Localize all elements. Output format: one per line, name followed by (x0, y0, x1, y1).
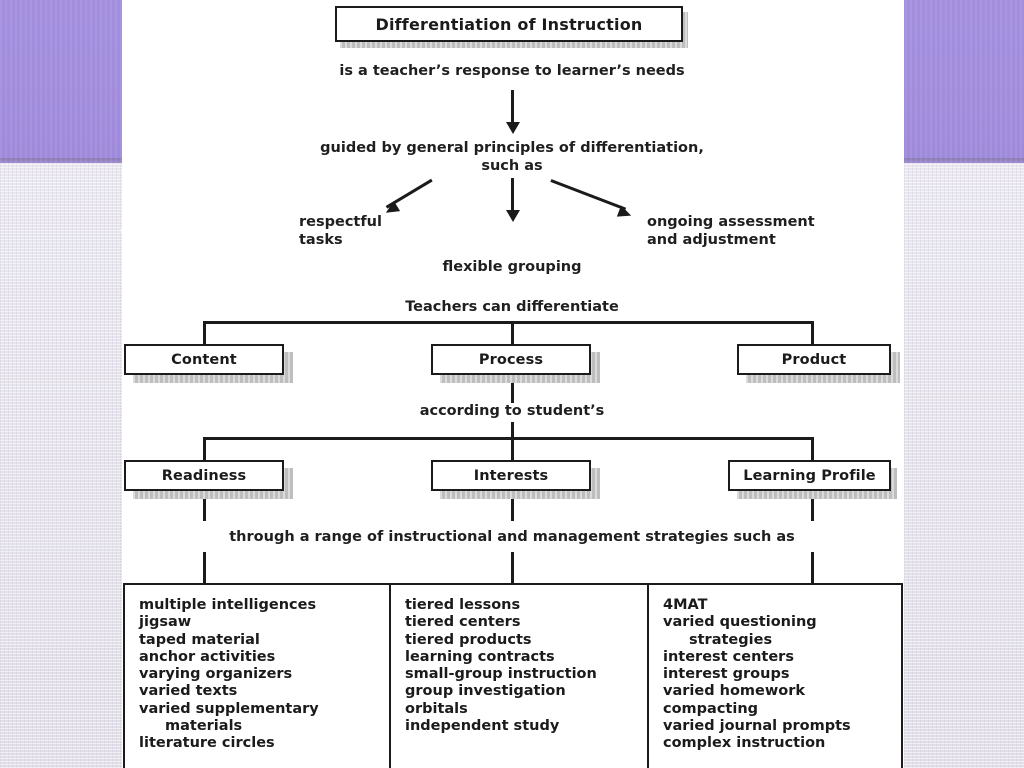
strategy-item: small-group instruction (405, 666, 597, 683)
strategy-item: varied homework (663, 683, 805, 700)
text-according-to-students: according to student’s (419, 403, 605, 419)
text-ongoing-assessment: ongoing assessment and adjustment (647, 214, 815, 249)
strategy-item: varied texts (139, 683, 238, 700)
node-content: Content (124, 344, 284, 375)
arrow-head-center (505, 210, 520, 222)
strategy-item: tiered lessons (405, 597, 521, 613)
bracket-1-drop-left (203, 321, 206, 345)
connector-process-down (511, 383, 514, 403)
strategy-item: orbitals (405, 700, 468, 717)
node-product-label: Product (781, 351, 847, 368)
arrow-shaft-1 (511, 90, 514, 124)
strategy-item: jigsaw (139, 614, 192, 631)
strategy-item: varied supplementary (139, 700, 319, 717)
strategy-item: strategies (689, 631, 773, 648)
bracket-2-drop-right (811, 437, 814, 461)
strategy-item: taped material (139, 631, 260, 648)
text-respectful-tasks: respectful tasks (299, 214, 382, 249)
strategy-item: tiered products (405, 631, 532, 648)
strategy-item: varied journal prompts (663, 718, 851, 735)
strategy-item: materials (165, 718, 243, 735)
strategy-item: complex instruction (663, 735, 826, 752)
strategy-item: interest groups (663, 666, 790, 683)
strategy-item: multiple intelligences (139, 597, 317, 613)
bracket-1-drop-center (511, 321, 514, 345)
connector-according-down (511, 422, 514, 438)
text-teachers-can-differentiate: Teachers can differentiate (405, 299, 619, 315)
strategy-item: group investigation (405, 683, 566, 700)
node-interests: Interests (431, 460, 591, 491)
connector-learningprofile-down (811, 499, 814, 521)
bracket-1-horizontal (204, 321, 813, 324)
strategy-item: 4MAT (663, 597, 708, 613)
arrow-shaft-center (511, 178, 514, 212)
strategy-item: interest centers (663, 648, 794, 665)
node-process-label: Process (478, 351, 544, 368)
node-content-label: Content (171, 351, 237, 368)
text-through-a-range: through a range of instructional and man… (229, 529, 795, 545)
connector-col3-down (811, 552, 814, 583)
strategy-item: tiered centers (405, 614, 521, 631)
node-learning-profile: Learning Profile (728, 460, 891, 491)
text-teacher-response: is a teacher’s response to learner’s nee… (339, 63, 685, 79)
connector-col2-down (511, 552, 514, 583)
bracket-2-drop-center (511, 437, 514, 461)
node-product: Product (737, 344, 891, 375)
node-interests-label: Interests (473, 467, 549, 484)
arrow-head-1 (505, 122, 520, 134)
bracket-1-drop-right (811, 321, 814, 345)
text-flexible-grouping: flexible grouping (442, 259, 582, 275)
title-box: Differentiation of Instruction (335, 6, 683, 42)
strategy-item: anchor activities (139, 648, 276, 665)
strategy-item: literature circles (139, 735, 275, 752)
connector-col1-down (203, 552, 206, 583)
title-box-label: Differentiation of Instruction (375, 14, 643, 34)
node-process: Process (431, 344, 591, 375)
node-readiness-label: Readiness (161, 467, 247, 484)
node-learning-profile-label: Learning Profile (743, 467, 876, 484)
strategy-item: compacting (663, 700, 759, 717)
connector-interests-down (511, 499, 514, 521)
strategy-item: learning contracts (405, 648, 555, 665)
bracket-2-horizontal (204, 437, 813, 440)
connector-readiness-down (203, 499, 206, 521)
strategy-item: varied questioning (663, 614, 817, 631)
node-readiness: Readiness (124, 460, 284, 491)
strategy-item: independent study (405, 718, 560, 735)
text-guided-by: guided by general principles of differen… (320, 140, 704, 175)
bracket-2-drop-left (203, 437, 206, 461)
strategy-item: varying organizers (139, 666, 293, 683)
